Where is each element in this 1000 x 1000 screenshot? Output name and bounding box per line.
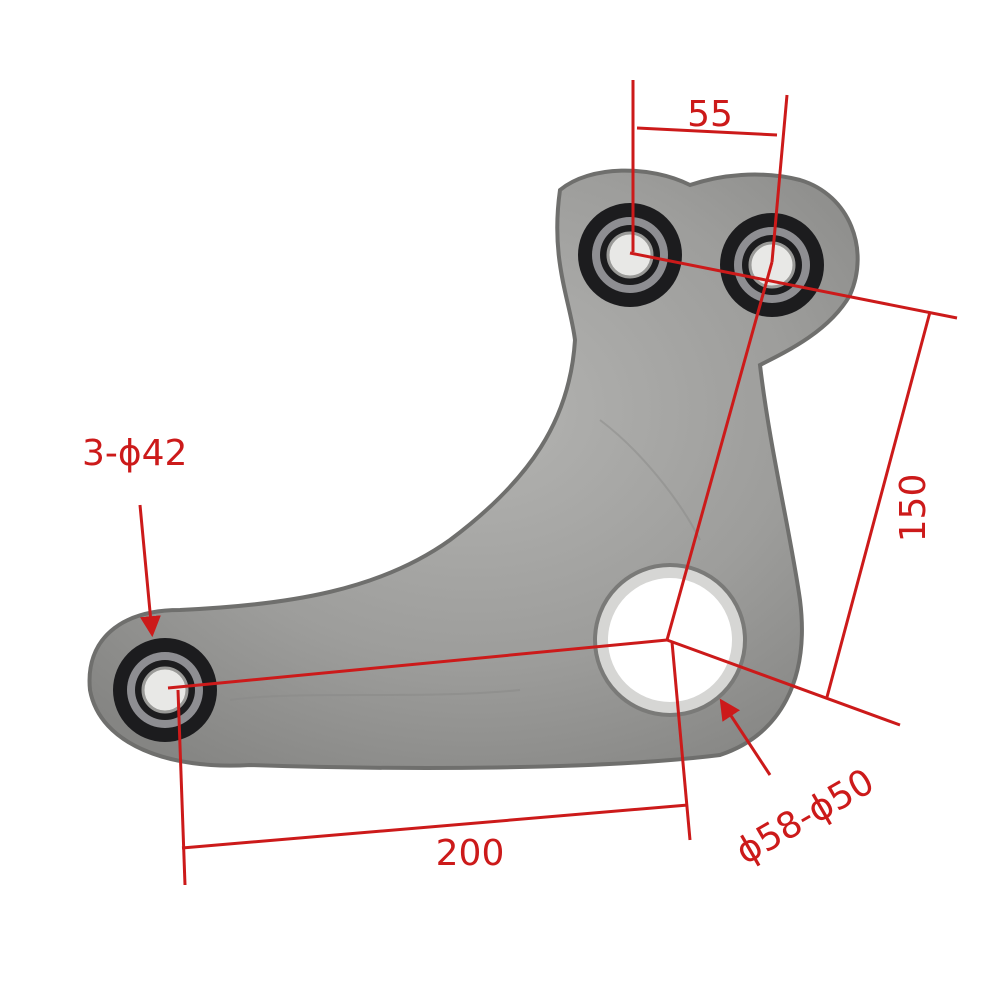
dimension-label-55: 55 — [687, 94, 733, 135]
arrow-up-left-icon — [719, 698, 772, 776]
plate-scratch — [229, 689, 521, 701]
arrow-down-icon — [138, 504, 161, 638]
dimension-label-200: 200 — [436, 833, 505, 874]
bearing-top-left — [578, 203, 682, 307]
dimension-label-150: 150 — [893, 474, 934, 543]
bearing-hole-callout: 3-ϕ42 — [82, 433, 187, 474]
dimension-lines — [138, 80, 958, 886]
large-hole-callout: ϕ58-ϕ50 — [729, 761, 881, 873]
plate-scratch — [599, 419, 701, 541]
bearing-left — [113, 638, 217, 742]
